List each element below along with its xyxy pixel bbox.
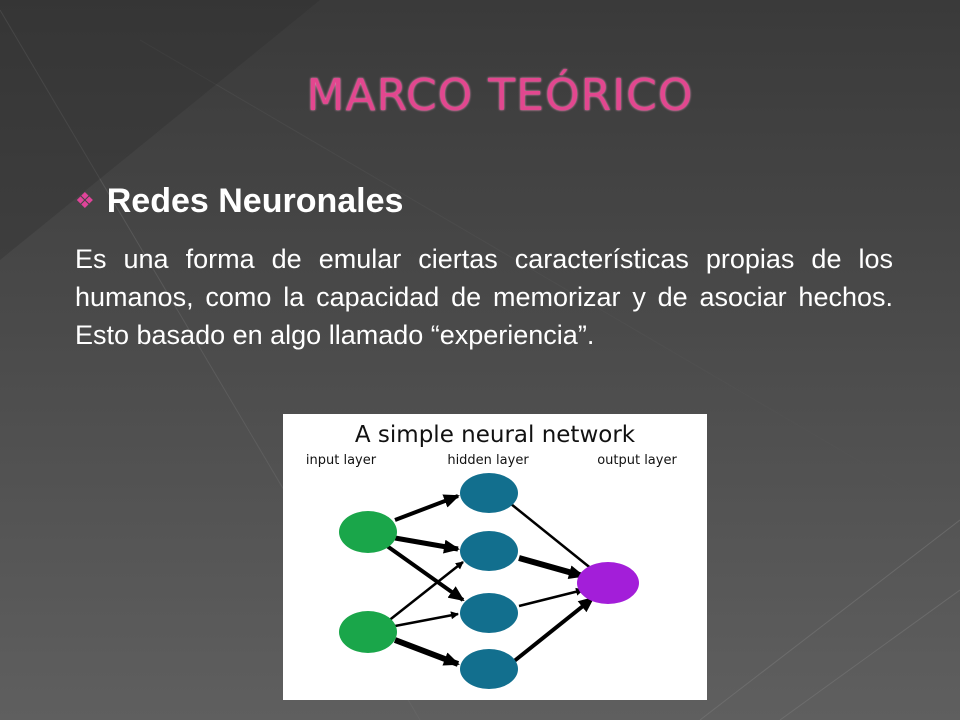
input-node xyxy=(339,511,397,553)
edge xyxy=(518,555,585,579)
label-output-layer: output layer xyxy=(597,453,677,468)
hidden-node xyxy=(460,473,518,513)
edge xyxy=(394,611,459,628)
edge xyxy=(393,637,460,667)
edge xyxy=(518,587,584,608)
input-node xyxy=(339,611,397,653)
bullet-heading: ❖ Redes Neuronales xyxy=(75,182,403,221)
edge xyxy=(394,535,460,554)
edge xyxy=(511,596,595,664)
edge xyxy=(386,561,464,623)
diamond-bullet-icon: ❖ xyxy=(75,188,95,214)
edge xyxy=(385,544,465,602)
hidden-node xyxy=(460,531,518,571)
bullet-heading-text: Redes Neuronales xyxy=(106,182,404,220)
edge xyxy=(394,494,460,522)
edge xyxy=(510,503,599,575)
output-node xyxy=(577,562,639,604)
slide-title: MARCO TEÓRICO xyxy=(306,70,694,121)
neural-network-figure: A simple neural network input layer hidd… xyxy=(283,414,707,700)
label-input-layer: input layer xyxy=(306,453,377,468)
figure-title: A simple neural network xyxy=(355,422,636,448)
label-hidden-layer: hidden layer xyxy=(447,453,529,468)
neural-network-diagram: A simple neural network input layer hidd… xyxy=(306,422,677,689)
hidden-node xyxy=(460,593,518,633)
hidden-node xyxy=(460,649,518,689)
body-paragraph: Es una forma de emular ciertas caracterí… xyxy=(75,244,893,350)
